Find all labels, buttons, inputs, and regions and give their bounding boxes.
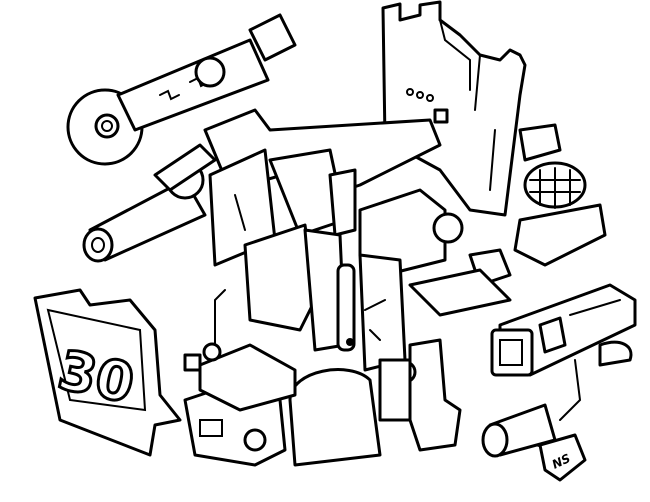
number-sign: 30 xyxy=(33,288,182,457)
drum-assembly xyxy=(408,123,607,317)
barrel xyxy=(82,143,217,263)
castle-tower xyxy=(381,0,527,217)
hand-tool: NS xyxy=(481,359,587,482)
flashlight xyxy=(490,283,637,377)
central-machine xyxy=(203,108,447,372)
signature-tag xyxy=(538,433,587,482)
telescope-tube xyxy=(66,13,297,166)
lower-parts xyxy=(183,338,462,467)
